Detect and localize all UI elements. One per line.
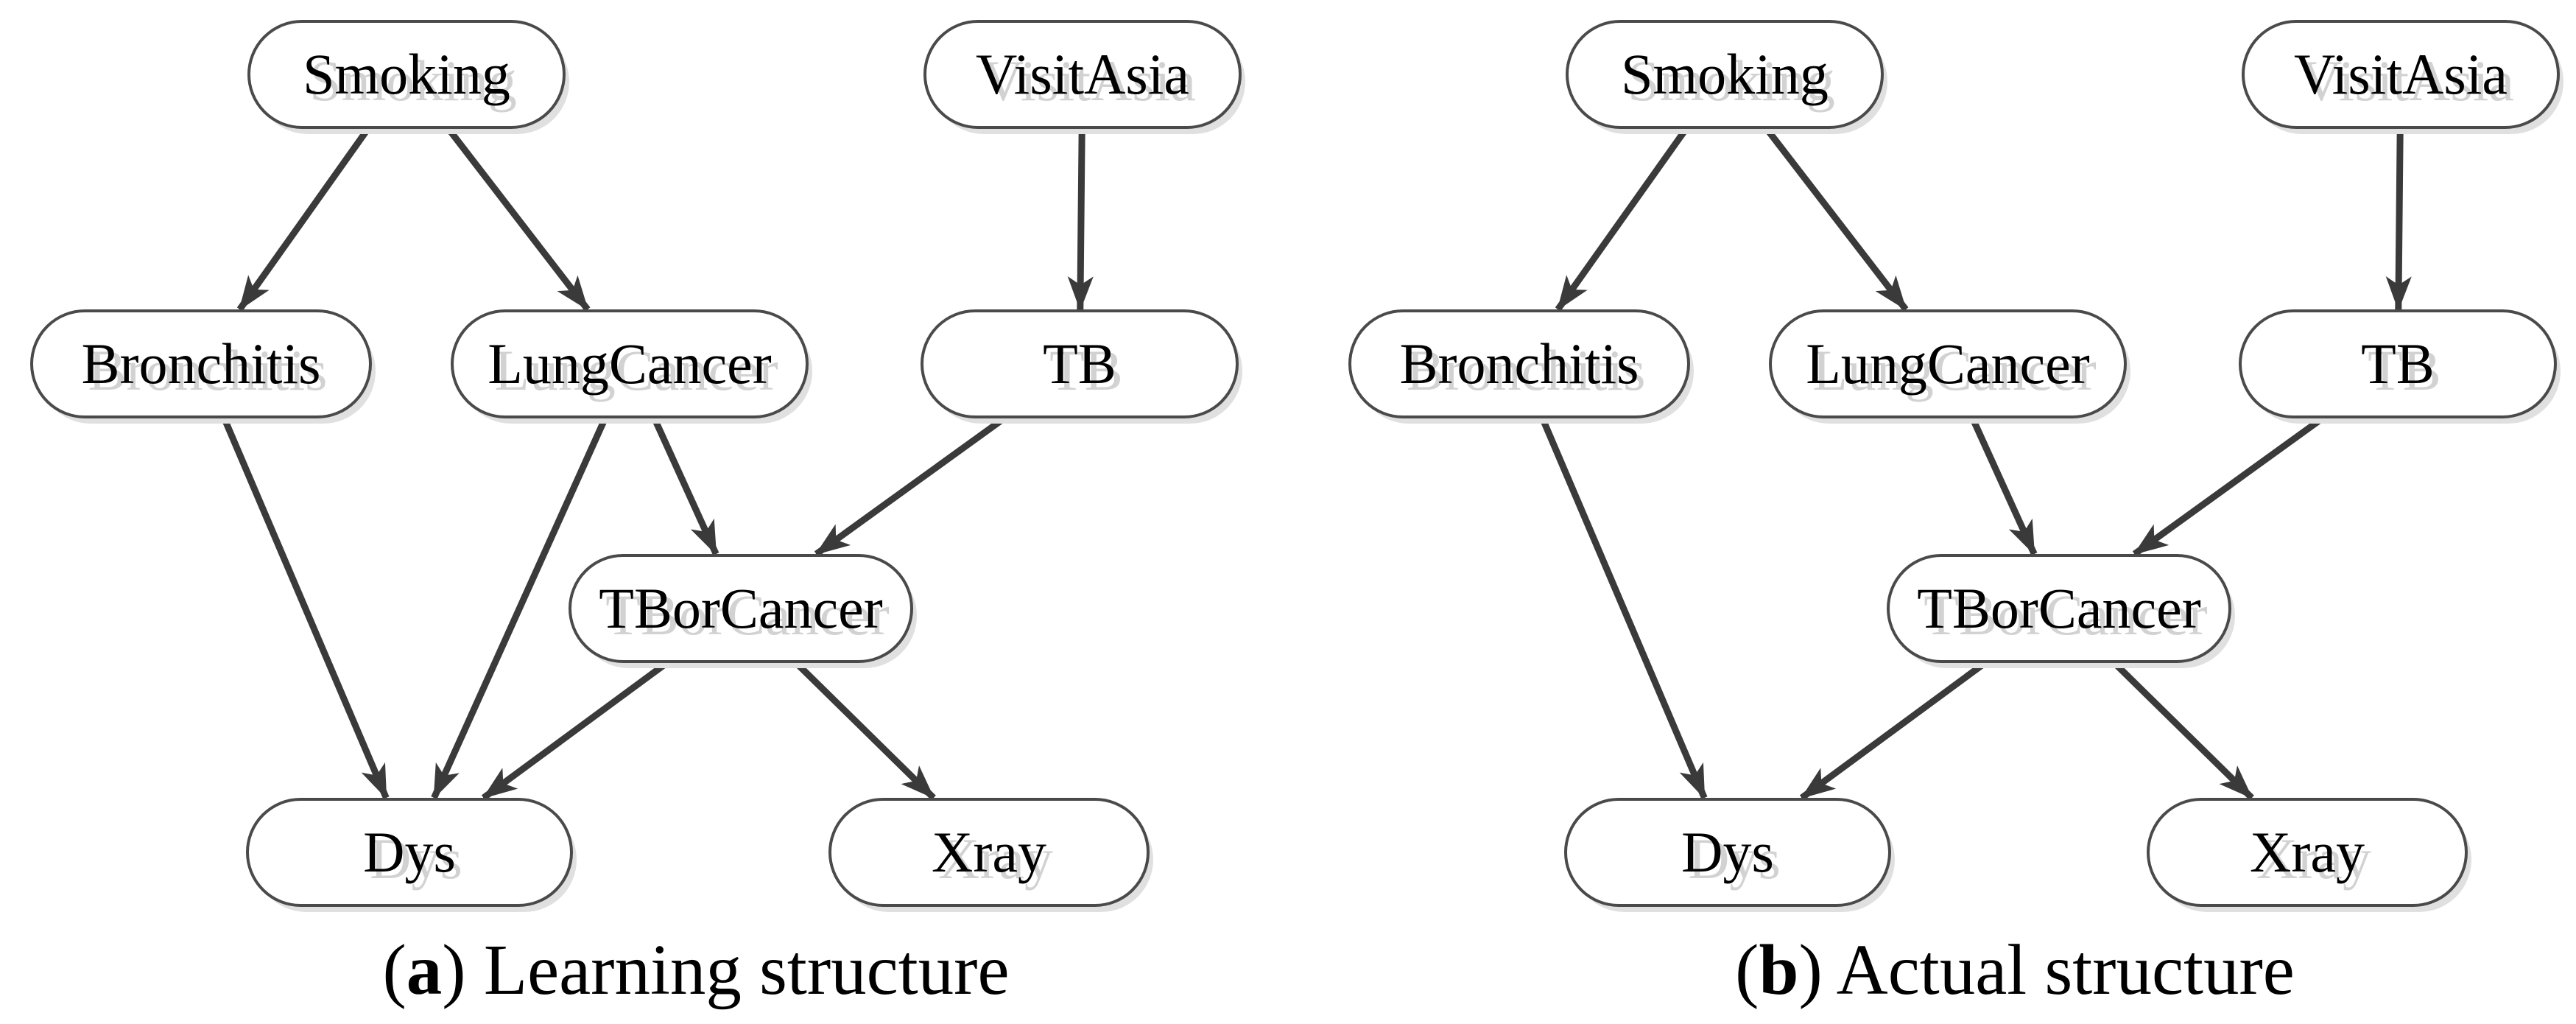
- edge-a-bronchitis-dys: [221, 417, 390, 799]
- edge-a-smoking-lungcancer: [446, 127, 591, 312]
- caption-b-prefix: (: [1735, 930, 1759, 1009]
- edge-b-bronchitis-dys: [1539, 417, 1708, 799]
- edge-b-tborcancer-xray: [2112, 660, 2254, 801]
- edge-a-lungcancer-dys: [431, 417, 608, 799]
- node-b-tborcancer: TBorCancer: [1887, 554, 2231, 663]
- caption-a-marker: a: [406, 930, 443, 1009]
- edge-a-smoking-bronchitis: [236, 127, 371, 312]
- node-a-smoking: Smoking: [247, 20, 566, 129]
- caption-a-prefix: (: [382, 930, 407, 1009]
- node-a-tborcancer: TBorCancer: [569, 554, 913, 663]
- edge-a-tborcancer-xray: [794, 660, 936, 801]
- caption-b-text: ) Actual structure: [1798, 930, 2295, 1009]
- node-b-visitasia: VisitAsia: [2242, 20, 2560, 129]
- edge-a-visitasia-tb: [1067, 128, 1094, 311]
- node-b-xray: Xray: [2147, 798, 2468, 907]
- node-b-bronchitis: Bronchitis: [1348, 309, 1690, 418]
- node-a-bronchitis: Bronchitis: [30, 309, 372, 418]
- node-b-tb: TB: [2239, 309, 2557, 418]
- edge-a-tborcancer-dys: [481, 660, 669, 801]
- node-a-xray: Xray: [828, 798, 1150, 907]
- edge-b-smoking-bronchitis: [1555, 127, 1689, 312]
- node-b-smoking: Smoking: [1566, 20, 1884, 129]
- edge-b-smoking-lungcancer: [1764, 127, 1909, 312]
- caption-b: (b) Actual structure: [1735, 934, 2295, 1006]
- caption-a: (a) Learning structure: [382, 934, 1009, 1006]
- node-a-lungcancer: LungCancer: [451, 309, 809, 418]
- node-a-visitasia: VisitAsia: [923, 20, 1242, 129]
- edge-b-tborcancer-dys: [1799, 660, 1988, 801]
- edge-b-lungcancer-tborcancer: [1969, 417, 2038, 555]
- edge-b-visitasia-tb: [2385, 128, 2412, 311]
- edge-a-tb-tborcancer: [814, 415, 1007, 557]
- node-b-dys: Dys: [1564, 798, 1891, 907]
- node-a-tb: TB: [921, 309, 1239, 418]
- node-a-dys: Dys: [246, 798, 573, 907]
- edge-b-tb-tborcancer: [2132, 415, 2325, 557]
- caption-b-marker: b: [1759, 930, 1799, 1009]
- edge-a-lungcancer-tborcancer: [651, 417, 719, 555]
- node-b-lungcancer: LungCancer: [1769, 309, 2127, 418]
- caption-a-text: ) Learning structure: [442, 930, 1010, 1009]
